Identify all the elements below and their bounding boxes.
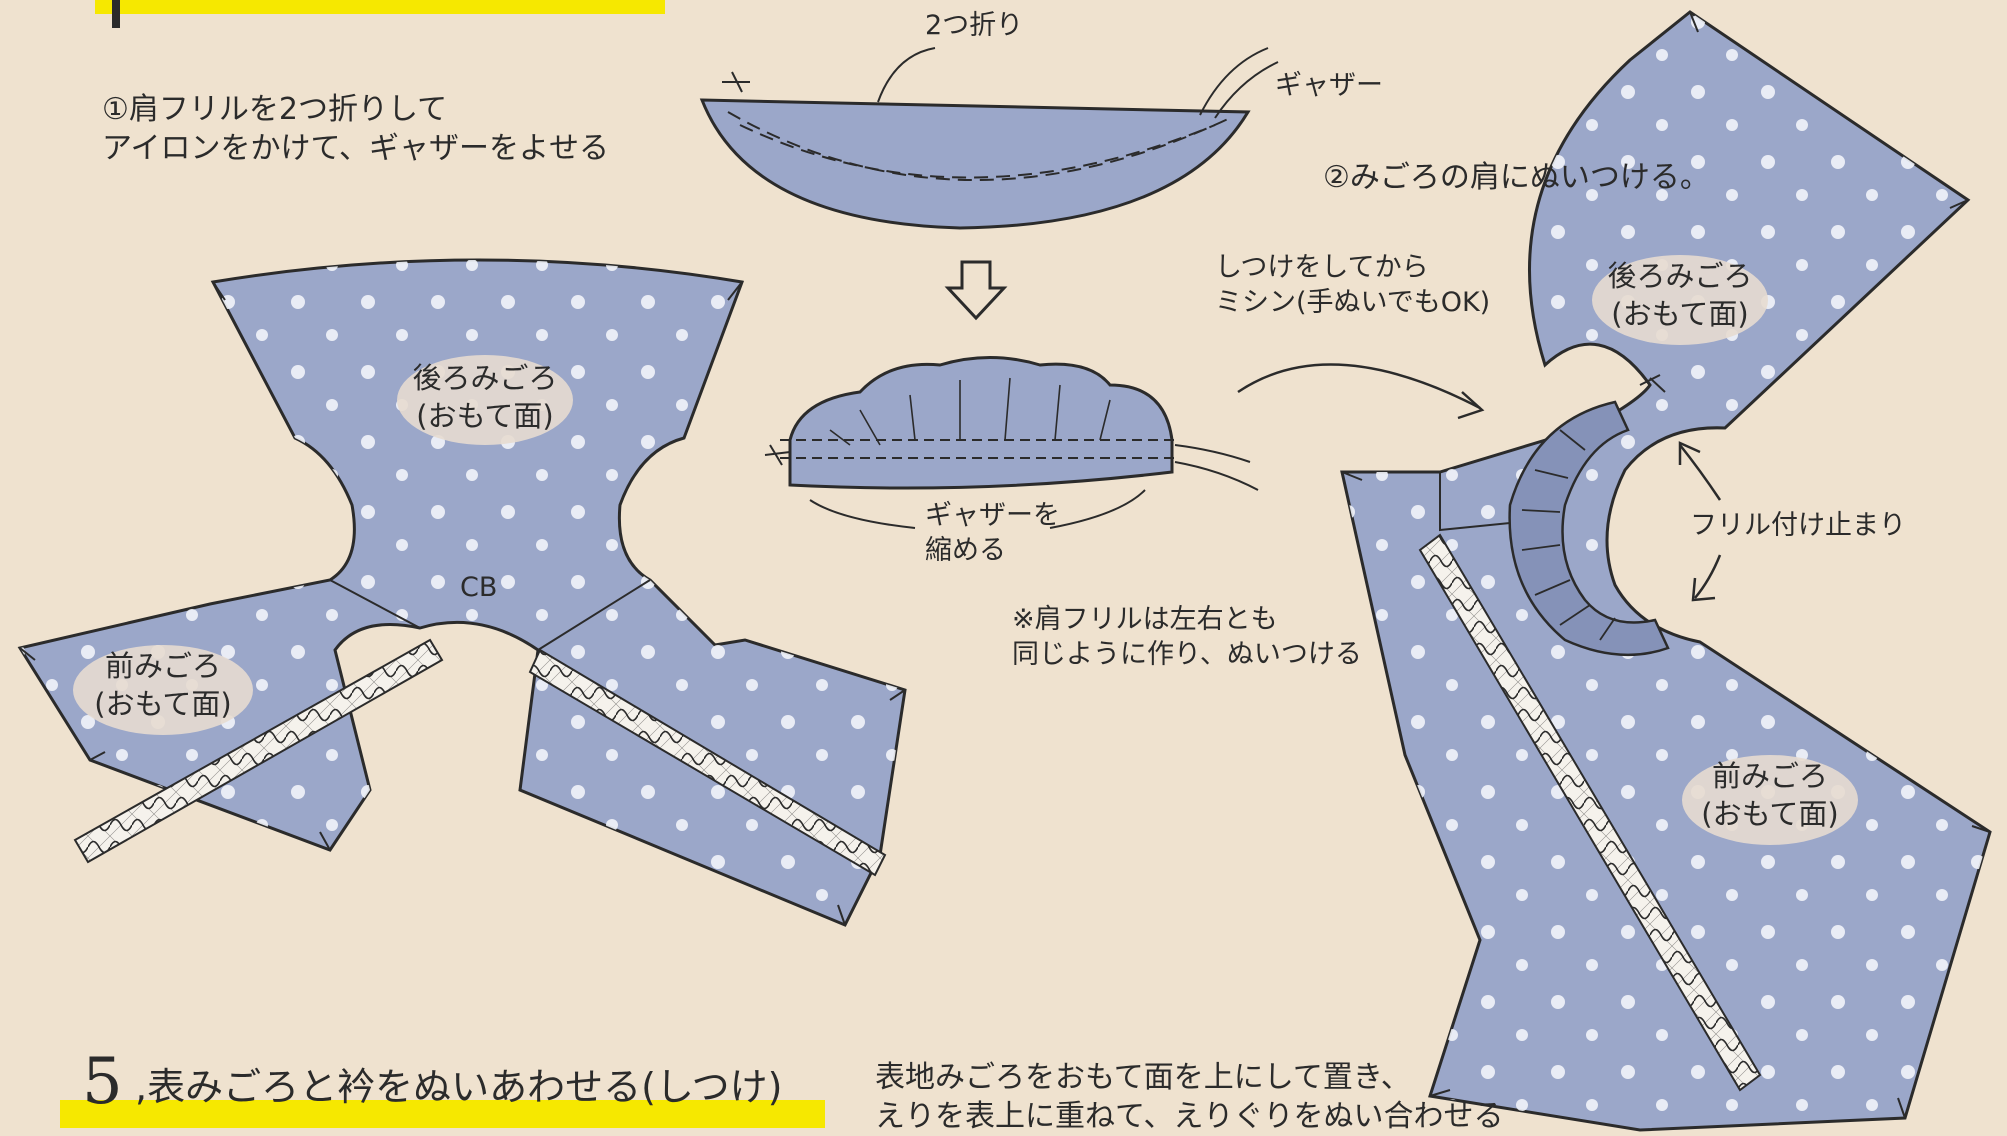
label-bubble: [1682, 755, 1858, 845]
header-highlight: [95, 0, 665, 14]
lace-trim: [1418, 533, 1762, 1092]
right-bodice: [1340, 10, 1992, 1132]
frill-stop-arrows: [1678, 441, 1722, 602]
step5-number: 5: [82, 1045, 123, 1119]
frill-stop-label: フリル付け止まり: [1690, 510, 1906, 541]
label-bubble: [1592, 255, 1768, 345]
step5-highlight: [60, 1100, 825, 1128]
armhole-frill: [1508, 400, 1670, 657]
left-bodice: [17, 258, 907, 927]
left-back-bodice-label: 後ろみごろ (おもて面): [412, 361, 558, 433]
step5-description: 表地みごろをおもて面を上にして置き、 えりを表上に重ねて、えりぐりをぬい合わせる: [875, 1060, 1504, 1134]
frill-folded: [699, 47, 1279, 230]
lace-trim-right: [528, 648, 887, 877]
gather-label: ギャザー: [1275, 70, 1383, 101]
fold-label: 2つ折り: [925, 10, 1024, 41]
cb-label: CB: [460, 572, 498, 603]
step5-title: ,表みごろと衿をぬいあわせる(しつけ): [135, 1065, 783, 1109]
gather-shrink-label: ギャザーを 縮める: [925, 500, 1060, 567]
baste-label: しつけをしてから ミシン(手ぬいでもOK): [1215, 252, 1491, 319]
instruction-step1: ①肩フリルを2つ折りして アイロンをかけて、ギャザーをよせる: [102, 92, 609, 166]
left-front-bodice-label: 前みごろ (おもて面): [94, 649, 232, 721]
label-bubble: [73, 645, 253, 735]
right-front-bodice-label: 前みごろ (おもて面): [1701, 759, 1839, 831]
lace-trim-left: [73, 638, 444, 864]
frill-gathered: [764, 356, 1259, 529]
label-bubble: [397, 355, 573, 445]
down-arrow-icon: [944, 260, 1008, 321]
note-text: ※肩フリルは左右とも 同じように作り、ぬいつける: [1012, 604, 1362, 671]
right-back-bodice-label: 後ろみごろ (おもて面): [1607, 259, 1753, 331]
instruction-step2: ②みごろの肩にぬいつける。: [1323, 160, 1710, 195]
curved-arrow-icon: [1237, 363, 1485, 420]
